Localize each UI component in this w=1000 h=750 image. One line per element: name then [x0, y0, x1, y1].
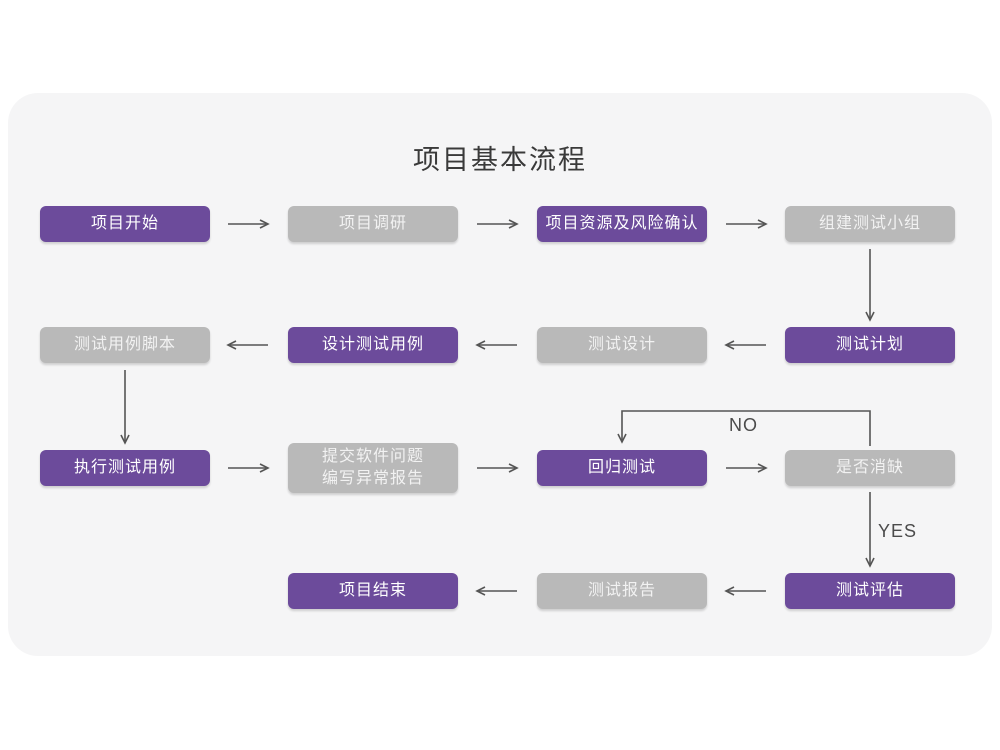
node-label: 提交软件问题 编写异常报告 — [321, 448, 424, 487]
node-project-research: 项目调研 — [288, 206, 458, 242]
node-label: 组建测试小组 — [818, 215, 921, 233]
node-label: 项目开始 — [90, 215, 159, 233]
node-label: 回归测试 — [587, 459, 656, 477]
node-regression-test: 回归测试 — [537, 450, 707, 486]
node-execute-test-case: 执行测试用例 — [40, 450, 210, 486]
node-test-case-script: 测试用例脚本 — [40, 327, 210, 363]
node-build-test-team: 组建测试小组 — [785, 206, 955, 242]
node-defect-cleared: 是否消缺 — [785, 450, 955, 486]
edge-label-yes: YES — [878, 521, 918, 541]
node-label: 项目调研 — [338, 215, 407, 233]
node-label: 项目资源及风险确认 — [545, 215, 699, 233]
node-label: 测试报告 — [587, 582, 656, 600]
node-label: 设计测试用例 — [321, 336, 424, 354]
node-label: 测试计划 — [835, 336, 904, 354]
node-label: 测试用例脚本 — [73, 336, 176, 354]
node-test-plan: 测试计划 — [785, 327, 955, 363]
node-resource-risk-confirm: 项目资源及风险确认 — [537, 206, 707, 242]
node-test-design: 测试设计 — [537, 327, 707, 363]
flowchart-card — [8, 93, 992, 656]
node-project-end: 项目结束 — [288, 573, 458, 609]
node-submit-issue-report: 提交软件问题 编写异常报告 — [288, 443, 458, 493]
node-label: 测试评估 — [835, 582, 904, 600]
node-label: 项目结束 — [338, 582, 407, 600]
node-label: 是否消缺 — [835, 459, 904, 477]
edge-label-no: NO — [729, 415, 758, 435]
node-design-test-case: 设计测试用例 — [288, 327, 458, 363]
node-label: 测试设计 — [587, 336, 656, 354]
node-test-report: 测试报告 — [537, 573, 707, 609]
node-label: 执行测试用例 — [73, 459, 176, 477]
node-test-evaluation: 测试评估 — [785, 573, 955, 609]
node-project-start: 项目开始 — [40, 206, 210, 242]
page-title: 项目基本流程 — [413, 145, 587, 175]
